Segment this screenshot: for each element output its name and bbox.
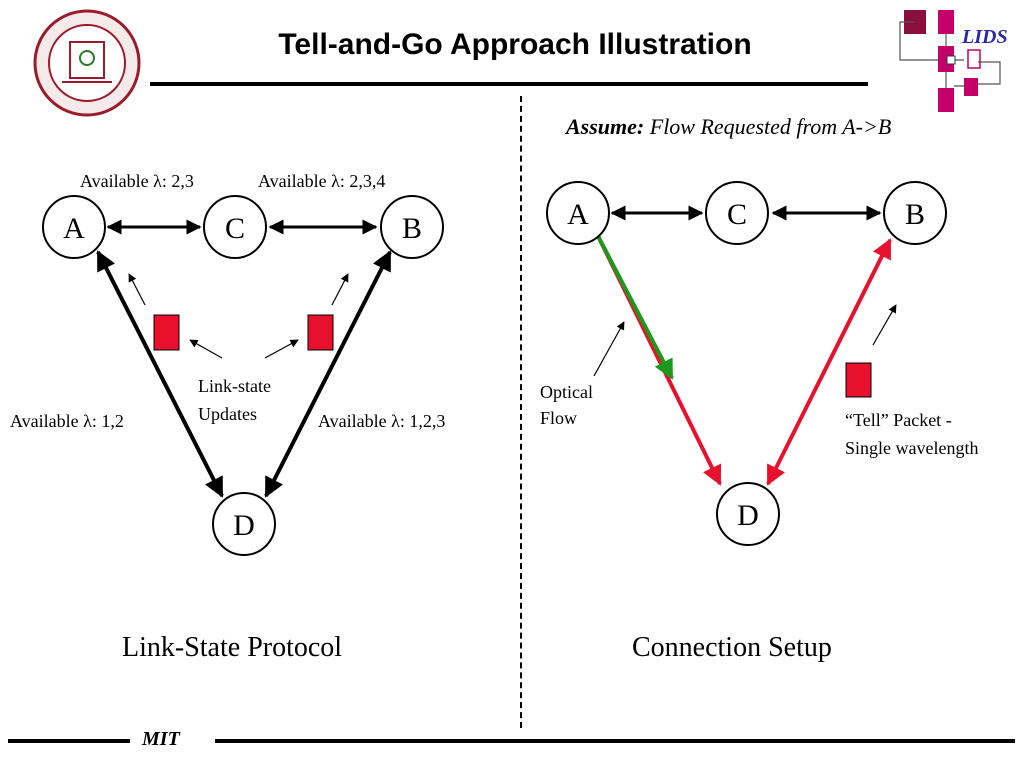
node-c-label: C [225, 212, 245, 245]
node-a-label: A [63, 212, 85, 245]
update-arrow-1 [128, 273, 146, 306]
node-b-label: B [402, 212, 422, 245]
tell-path-red [766, 238, 892, 486]
tell-packet [845, 362, 872, 398]
tell-pointer [872, 304, 897, 346]
optical-flow-green [596, 235, 674, 380]
node-b-right-label: B [905, 198, 925, 231]
updates-label-line2: Updates [198, 404, 257, 424]
label-link-b-d: Available λ: 1,2,3 [318, 411, 446, 431]
footer-rule-left [8, 739, 130, 743]
update-packet-right [307, 314, 334, 351]
lids-logo [899, 10, 1001, 112]
update-arrow-2 [331, 273, 349, 306]
mit-seal-logo [33, 9, 141, 117]
node-c-right-label: C [727, 198, 747, 231]
panel-divider [520, 96, 522, 728]
update-packet-left [153, 314, 180, 351]
updates-label-line1: Link-state [198, 376, 271, 396]
tell-label-line2: Single wavelength [845, 438, 979, 458]
optical-label-line1: Optical [540, 382, 593, 402]
tell-label-line1: “Tell” Packet - [845, 410, 952, 430]
node-b-right [883, 181, 947, 245]
page-title: Tell-and-Go Approach Illustration [278, 28, 752, 61]
label-link-a-d: Available λ: 1,2 [10, 411, 124, 431]
update-arrow-4 [264, 339, 299, 359]
label-link-c-b: Available λ: 2,3,4 [258, 171, 386, 191]
optical-label-line2: Flow [540, 408, 578, 428]
footer-rule-right [215, 739, 1015, 743]
assume-statement: Assume: Flow Requested from A->B [566, 114, 891, 140]
node-c [203, 195, 267, 259]
label-link-a-c: Available λ: 2,3 [80, 171, 194, 191]
lids-logo-text: LIDS [962, 26, 1008, 48]
left-nodes: A C B D [42, 195, 444, 556]
right-links [593, 205, 897, 493]
node-d [212, 492, 276, 556]
assume-prefix: Assume: [566, 114, 645, 139]
link-b-d [264, 250, 392, 498]
assume-text: Flow Requested from A->B [649, 114, 892, 139]
node-a [42, 195, 106, 259]
node-d-label: D [233, 509, 255, 542]
node-d-right-label: D [737, 499, 759, 532]
title-rule [150, 82, 868, 86]
footer-text: MIT [142, 728, 180, 750]
update-arrow-3 [189, 339, 223, 359]
node-d-right [716, 482, 780, 546]
node-b [380, 195, 444, 259]
node-a-right-label: A [567, 198, 589, 231]
node-a-right [546, 181, 610, 245]
right-nodes: A C B D [546, 181, 947, 546]
left-links [96, 219, 392, 498]
optical-pointer [593, 321, 625, 377]
node-c-right [705, 181, 769, 245]
caption-connection-setup: Connection Setup [632, 632, 832, 663]
caption-link-state: Link-State Protocol [122, 632, 343, 663]
link-a-d [96, 250, 224, 498]
